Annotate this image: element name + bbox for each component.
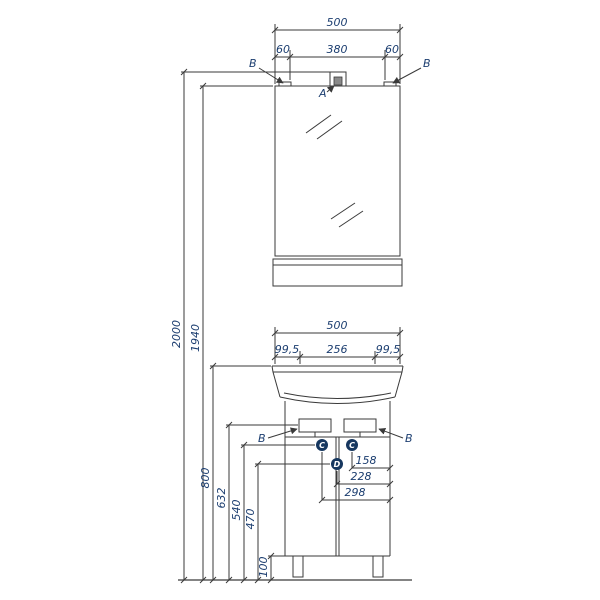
height-dimensions: 2000 1940 — [170, 68, 412, 584]
marker-d-center — [331, 458, 343, 470]
vanity-dimensions: 500 99,5 256 99,5 B B C C D 158 228 — [199, 319, 413, 584]
fixing-rail-left — [298, 418, 332, 433]
marker-c-left — [316, 439, 328, 451]
leg-right — [372, 555, 384, 578]
dim-mirror-width: 500 — [327, 16, 348, 29]
fixing-rail-right — [343, 418, 377, 433]
dim-mirror-seg-center: 380 — [327, 43, 348, 56]
dim-mirror-seg-left: 60 — [276, 43, 290, 56]
fixing-bracket-left — [278, 81, 292, 87]
dim-offset-298: 298 — [345, 486, 366, 499]
dim-height-470: 470 — [244, 509, 257, 530]
label-fixing-b-top-left: B — [249, 57, 257, 70]
label-fixing-b-top-right: B — [423, 57, 431, 70]
mirror-unit — [272, 71, 403, 287]
mirror-dimensions: 500 60 380 60 B B A — [249, 16, 431, 100]
dim-height-800: 800 — [199, 468, 212, 489]
mirror-reflection-marks — [305, 114, 364, 228]
dim-mirror-seg-right: 60 — [385, 43, 399, 56]
vanity-unit — [271, 365, 404, 578]
label-lamp-a: A — [318, 87, 327, 100]
dim-offset-228: 228 — [351, 470, 372, 483]
dim-vanity-seg-right: 99,5 — [376, 343, 401, 356]
leg-left — [292, 555, 304, 578]
mirror-glass — [274, 85, 401, 257]
label-fixing-b-bottom-left: B — [258, 432, 266, 445]
fixing-bracket-right — [383, 81, 397, 87]
marker-d-center-letter: D — [334, 460, 341, 469]
basin-front-edge — [279, 396, 396, 404]
lamp-detail — [333, 76, 343, 86]
label-fixing-b-bottom-right: B — [405, 432, 413, 445]
dim-vanity-seg-left: 99,5 — [275, 343, 300, 356]
marker-c-right-letter: C — [349, 441, 355, 450]
dim-height-100: 100 — [257, 557, 270, 578]
mirror-shelf — [272, 258, 403, 287]
marker-c-left-letter: C — [319, 441, 325, 450]
dim-vanity-width: 500 — [327, 319, 348, 332]
lamp — [329, 71, 347, 87]
dim-total-height: 2000 — [170, 320, 183, 348]
dim-vanity-seg-center: 256 — [327, 343, 348, 356]
marker-c-right — [346, 439, 358, 451]
dim-offset-158: 158 — [356, 454, 377, 467]
dim-height-540: 540 — [230, 500, 243, 521]
dim-height-632: 632 — [215, 488, 228, 509]
dim-mirror-top-height: 1940 — [189, 324, 202, 352]
